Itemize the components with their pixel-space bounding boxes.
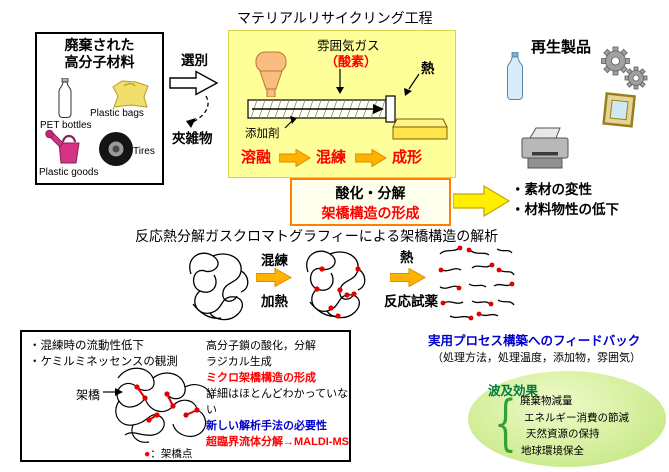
additive-label: 添加剤 — [245, 128, 280, 140]
ripple-item: エネルギー消費の節減 — [524, 411, 629, 424]
tire-icon — [99, 132, 133, 166]
recycled-products-title: 再生製品 — [531, 39, 592, 56]
analysis-arrow-2-icon — [390, 268, 426, 287]
sorting-arrow-icon — [169, 70, 219, 96]
heat-input-label: 熱 — [421, 61, 435, 76]
mechanism-line2: ラジカル生成 — [206, 356, 272, 368]
brace-icon: { — [494, 388, 517, 458]
feedback-subtitle: （処理方法，処理温度，添加物，雰囲気） — [432, 352, 641, 364]
degradation-panel: 酸化・分解 架橋構造の形成 — [290, 178, 451, 226]
plastic-bags-label: Plastic bags — [90, 108, 144, 119]
degradation-line2: 架橋構造の形成 — [321, 205, 420, 221]
mechanism-line1: 高分子鎖の酸化，分解 — [206, 340, 316, 352]
crosslink-label: 架橋 — [76, 388, 101, 402]
crosslinked-polymer-icon — [306, 250, 366, 319]
network-polymer-icon — [115, 367, 213, 443]
crosslink-point-icon: ● — [144, 448, 151, 460]
framed-mirror-icon — [602, 92, 636, 128]
plastic-goods-label: Plastic goods — [39, 167, 99, 178]
knead-label: 混練 — [261, 253, 288, 268]
crosslink-legend: ●：架橋点 — [144, 446, 192, 461]
molded-product-icon — [392, 118, 448, 140]
observation-panel: ・混練時の流動性低下 ・ケミルミネッセンスの観測 架橋 — [20, 330, 351, 462]
mechanism-line5: 新しい解析手法の必要性 — [206, 420, 327, 432]
heat-flow-arrow-icon — [404, 73, 420, 96]
ripple-item: 廃棄物減量 — [520, 395, 573, 407]
waste-panel-title-line2: 高分子材料 — [64, 53, 135, 70]
gas-flow-arrow-icon — [336, 69, 344, 94]
waste-panel-title: 廃棄された 高分子材料 — [37, 37, 162, 71]
fragments-icon — [438, 245, 515, 321]
mechanism-line3: ミクロ架橋構造の形成 — [206, 372, 316, 384]
impurities-arrow-icon — [186, 95, 209, 128]
impurities-label: 夾雑物 — [172, 131, 213, 146]
diagram-title: マテリアルリサイクリング工程 — [237, 10, 433, 26]
step-arrow-1-icon — [279, 149, 311, 167]
recycled-bottle-icon — [507, 52, 523, 100]
feedback-title: 実用プロセス構築へのフィードバック — [428, 334, 641, 348]
oxygen-label: （酸素） — [325, 54, 378, 69]
extruder-barrel-icon — [247, 95, 396, 123]
step-knead-label: 混練 — [316, 149, 347, 166]
waste-materials-panel: 廃棄された 高分子材料 Plastic bags PET bottles Tir… — [35, 32, 164, 185]
process-panel: 雰囲気ガス （酸素） 熱 添加剤 — [228, 30, 456, 178]
analysis-heat-label: 加熱 — [261, 294, 288, 309]
pyrolysis-heat-label: 熱 — [400, 250, 414, 265]
reagent-label: 反応試薬 — [384, 294, 438, 309]
mechanism-line6: 超臨界流体分解→MALDI-MS — [206, 436, 349, 448]
crosslink-legend-text: ：架橋点 — [150, 448, 193, 460]
effects-line1: ・素材の変性 — [511, 182, 592, 197]
effects-arrow-icon — [453, 184, 510, 218]
atmosphere-gas-label: 雰囲気ガス — [317, 39, 380, 53]
effects-line2: ・材料物性の低下 — [511, 202, 619, 217]
waste-panel-title-line1: 廃棄された — [64, 37, 135, 53]
ripple-title: 波及効果 — [488, 384, 539, 398]
effects-text: ・素材の変性 ・材料物性の低下 — [511, 180, 619, 220]
printer-icon — [521, 127, 569, 169]
hopper-icon — [255, 51, 287, 97]
observation-bullet-2: ・ケミルミネッセンスの観測 — [29, 356, 178, 368]
step-mold-label: 成形 — [392, 149, 423, 166]
ripple-items: 廃棄物減量 エネルギー消費の節減 天然資源の保持 地球環境保全 — [516, 393, 629, 459]
mechanism-text: 高分子鎖の酸化，分解 ラジカル生成 ミクロ架橋構造の形成 詳細はほとんどわかって… — [206, 338, 349, 450]
analysis-title: 反応熱分解ガスクロマトグラフィーによる架橋構造の解析 — [135, 228, 499, 244]
ripple-item: 天然資源の保持 — [526, 428, 600, 440]
pet-bottle-icon — [58, 78, 72, 118]
degradation-line1: 酸化・分解 — [335, 185, 406, 201]
ripple-item: 地球環境保全 — [521, 444, 584, 457]
sorting-label: 選別 — [181, 53, 208, 68]
plastic-bag-icon — [112, 80, 149, 108]
additive-arrow-icon — [284, 116, 297, 129]
ripple-effects-ellipse: 波及効果 { 廃棄物減量 エネルギー消費の節減 天然資源の保持 地球環境保全 — [468, 371, 666, 467]
mechanism-line4: 詳細はほとんどわかっていない — [206, 388, 349, 416]
step-arrow-2-icon — [355, 149, 387, 167]
observation-bullet-1: ・混練時の流動性低下 — [29, 340, 144, 352]
pet-bottles-label: PET bottles — [40, 120, 92, 131]
analysis-arrow-1-icon — [256, 268, 292, 287]
watering-can-icon — [45, 129, 80, 164]
gears-icon — [601, 46, 648, 90]
tires-label: Tires — [133, 146, 155, 157]
polymer-tangle-icon — [189, 252, 249, 321]
step-melt-label: 溶融 — [241, 149, 272, 166]
